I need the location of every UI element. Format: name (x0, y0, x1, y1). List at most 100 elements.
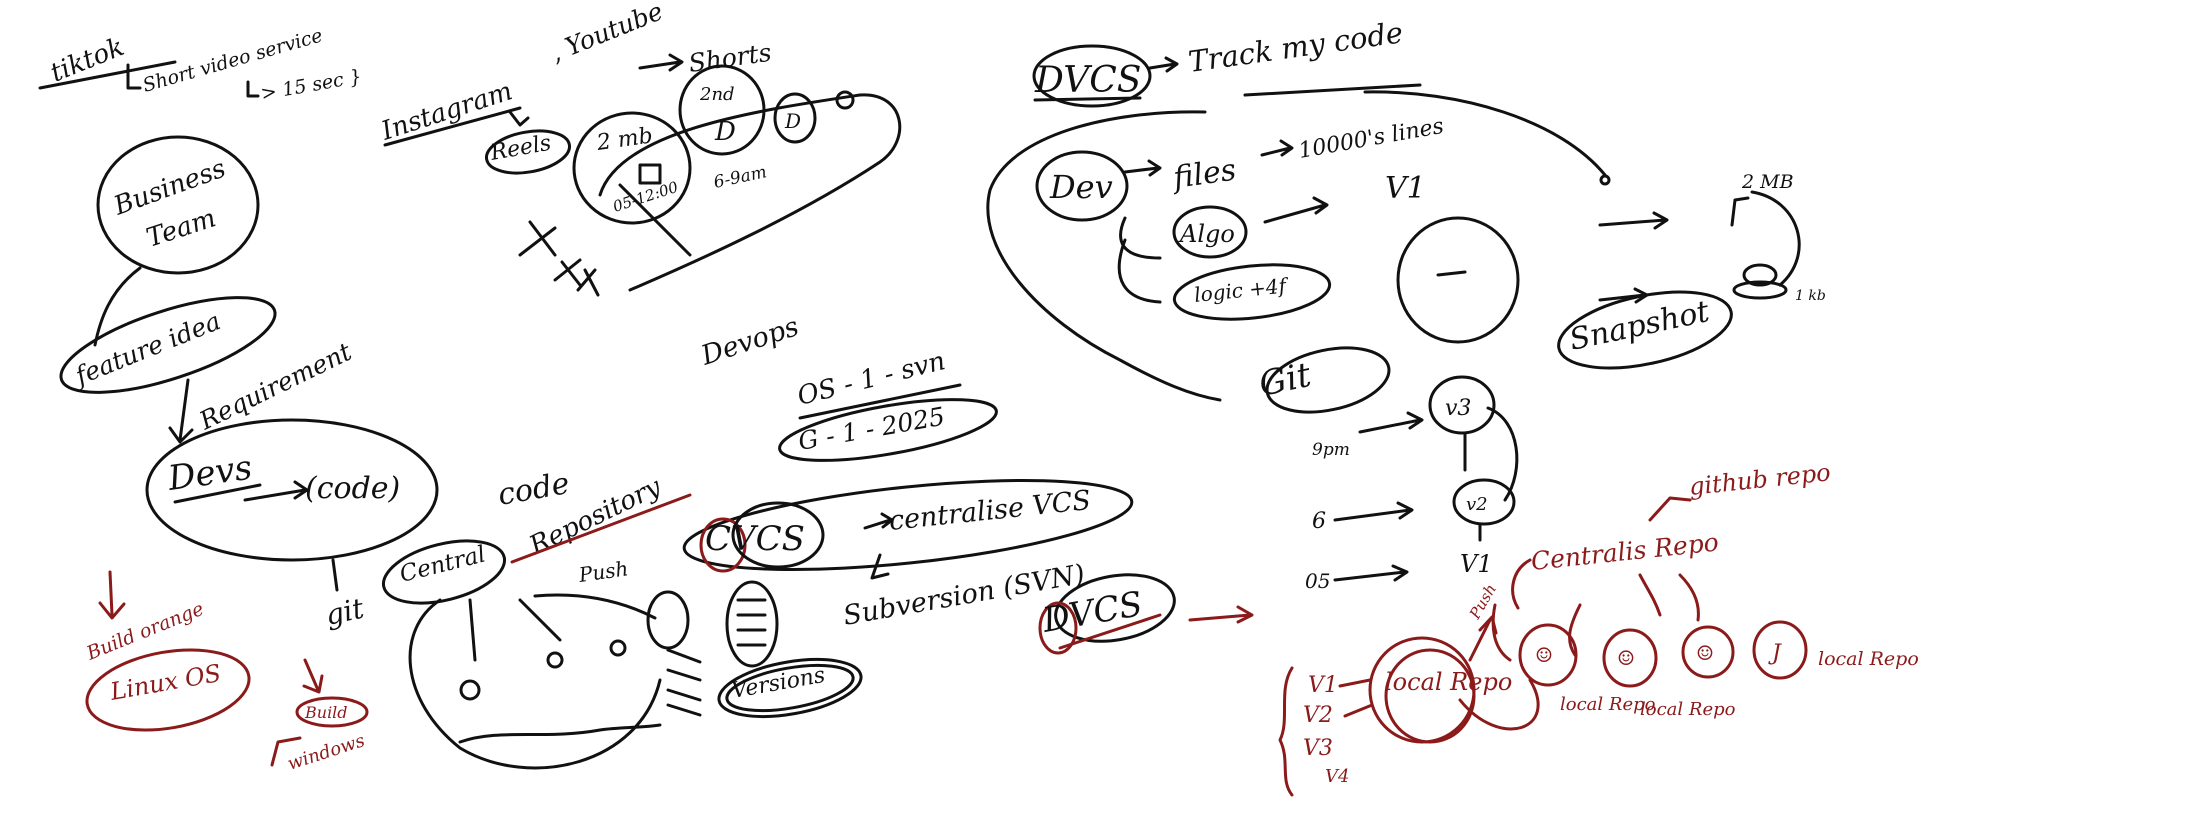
dev-node-4-lines (666, 648, 702, 717)
dev-node-4 (646, 590, 690, 650)
video-icon (638, 163, 662, 185)
v1-top-label: V1 (1385, 171, 1426, 206)
g-bubble (778, 398, 998, 462)
third-video-circle (773, 92, 817, 144)
two-mb-label: 2 MB (1741, 171, 1794, 193)
cvcs-circle (731, 501, 825, 569)
v2-label: v2 (1466, 494, 1488, 515)
code-word: code (495, 466, 572, 513)
cross-mark-1 (518, 220, 557, 257)
dvcs-top-bubble (1032, 44, 1152, 108)
local-repo-4-glyph: J (1768, 641, 1782, 666)
dvcs-top-underline (1033, 96, 1142, 102)
track-to-snapshot-curve (1363, 90, 1607, 177)
subversion-arrow (870, 553, 890, 580)
globe-base-bottom (1732, 280, 1788, 300)
fourth-video-dot (835, 90, 855, 110)
git-label: git (323, 591, 368, 631)
globe-bracket (1730, 196, 1750, 227)
lines-label: 10000's lines (1297, 114, 1446, 164)
versions-stack-lines (736, 598, 767, 647)
build-label: Build (304, 703, 348, 722)
algo-arrow (1263, 196, 1329, 224)
local-repo-2-label: local Repo (1640, 699, 1736, 720)
business-team-bubble (96, 135, 260, 275)
dvcs-bubble (1054, 573, 1176, 643)
v1-bottom-label: V1 (1460, 550, 1493, 578)
devs-underline (173, 483, 262, 504)
duration-arrow (246, 80, 260, 98)
files-to-lines-arrow (1260, 139, 1294, 157)
instagram-label: Instagram (377, 76, 516, 147)
shorts-arrow (638, 53, 684, 72)
versions-bubble (717, 658, 863, 718)
dev-loop-outline (986, 110, 1222, 402)
os-label: 05 (1305, 569, 1330, 593)
right-section: DVCS Track my code Dev files 10000's lin… (986, 15, 1826, 593)
local-repo-4-circle (1752, 620, 1808, 680)
one-kb-label: 1 kb (1795, 288, 1826, 304)
push-label: Push (576, 556, 629, 587)
v3-circle (1428, 375, 1496, 435)
central-bubble (381, 539, 507, 605)
dev-node-1 (459, 679, 481, 701)
snapshot-arrow-1 (1598, 211, 1669, 230)
logic-bubble (1172, 263, 1332, 321)
local-repo-main-circle-inner (1384, 648, 1476, 744)
local-repo-3-label: local Repo (1818, 648, 1919, 670)
github-arrow (1648, 496, 1692, 522)
linux-arrow (98, 570, 126, 620)
dev-to-files-arrow (1123, 159, 1162, 177)
globe-base-top (1742, 263, 1778, 287)
six-label: 6 (1312, 509, 1326, 534)
empty-circle (1396, 216, 1520, 344)
nine-pm-arrow (1358, 411, 1424, 434)
track-code-label: Track my code (1186, 15, 1405, 79)
v2-label: V2 (1303, 703, 1333, 728)
v2-circle (1452, 478, 1516, 526)
repository-group-outline (408, 598, 662, 770)
dev-node-3 (609, 639, 627, 657)
second-video-d: D (714, 117, 736, 147)
center-middle-section: Devops OS - 1 - svn G - 1 - 2025 code Re… (381, 311, 1254, 770)
code-label: (code) (305, 471, 400, 506)
files-label: files (1169, 153, 1238, 197)
video-connector (618, 183, 692, 257)
dev-label: Dev (1049, 168, 1113, 206)
cvcs-label: CVCS (705, 519, 805, 559)
os-arrow (1333, 564, 1409, 582)
upload-circle (572, 111, 692, 225)
third-video-d: D (784, 109, 801, 133)
push-arrow (1468, 615, 1498, 662)
reels-bubble (484, 129, 572, 175)
six-to-nine-label: 6-9am (712, 162, 769, 193)
devs-bubble (145, 418, 439, 562)
centralise-vcs-label: centralise VCS (887, 485, 1092, 537)
devs-to-git-line (331, 558, 339, 592)
instagram-arrow (508, 110, 530, 127)
globe-arc (1750, 190, 1801, 287)
v3-label: V3 (1303, 736, 1333, 761)
central-repo-label: Centralis Repo (1530, 527, 1720, 576)
track-underline (1243, 83, 1422, 97)
algo-bubble (1172, 205, 1248, 259)
dev-branches (1117, 216, 1162, 304)
linux-os-bubble (85, 648, 251, 732)
tiktok-arrow (126, 63, 142, 90)
nine-pm-label: 9pm (1312, 440, 1350, 460)
youtube-label: , Youtube (546, 0, 667, 68)
dev-bubble (1035, 150, 1129, 222)
devops-label: Devops (697, 311, 803, 372)
left-section: tiktok Short video service > 15 sec } Bu… (38, 24, 439, 632)
github-repo-label: github repo (1688, 458, 1832, 501)
local-repo-3-circle (1681, 625, 1735, 679)
central-label: Central (397, 541, 488, 587)
centralise-arrow (863, 512, 894, 530)
dvcs-red-underline (1058, 613, 1162, 650)
business-team-line2: Team (143, 203, 220, 253)
duration-label: > 15 sec } (259, 66, 363, 105)
feature-to-devs-arrow (168, 378, 194, 444)
cross-mark-2 (553, 258, 600, 297)
snapshot-bubble (1557, 290, 1733, 370)
v4-label: V4 (1325, 766, 1349, 787)
